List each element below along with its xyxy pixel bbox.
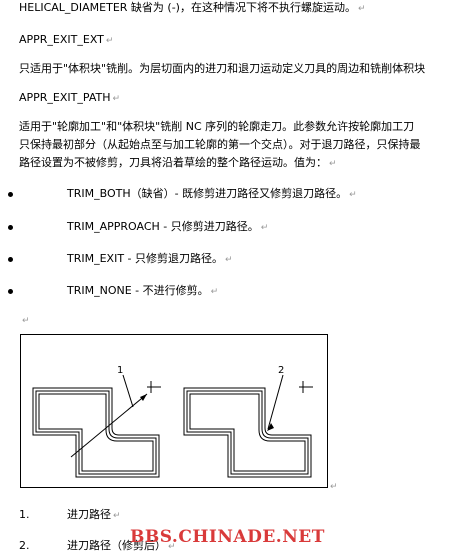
paragraph-mark: ↵ <box>330 482 338 492</box>
bullet-item-trim-both: TRIM_BOTH（缺省）- 既修剪进刀路径又修剪退刀路径。↵ <box>67 187 357 200</box>
left-pocket-outline-outer <box>32 387 160 478</box>
paragraph-mark: ↵ <box>329 159 337 169</box>
paragraph-mark: ↵ <box>168 542 176 552</box>
paragraph-appr-exit-path-line2: 只保持最初部分（从起始点至与加工轮廓的第一个交点）。对于退刀路径，只保持最 <box>19 138 421 151</box>
approach-arrow-left <box>140 394 147 401</box>
numbered-item-2-text: 进刀路径（修剪后）↵ <box>67 539 176 552</box>
paragraph-helical-diameter: HELICAL_DIAMETER 缺省为 (-)，在这种情况下将不执行螺旋运动。… <box>19 1 366 14</box>
paragraph-mark: ↵ <box>22 316 30 326</box>
heading-appr-exit-ext: APPR_EXIT_EXT↵ <box>19 33 114 46</box>
bullet-dot <box>8 225 13 230</box>
paragraph-mark: ↵ <box>225 255 233 265</box>
paragraph-mark: ↵ <box>105 36 114 46</box>
right-pocket-outline-inner <box>189 393 306 472</box>
trim-illustration-figure: 1 2 <box>20 334 328 488</box>
approach-arrow-right <box>267 423 274 431</box>
paragraph-appr-exit-path-line3: 路径设置为不被修剪，刀具将沿着草绘的整个路径运动。值为：↵ <box>19 156 337 169</box>
approach-path-line <box>70 393 148 458</box>
left-pocket-outline-middle <box>35 390 157 475</box>
left-pocket-outline-inner <box>38 393 154 472</box>
bullet-item-trim-approach: TRIM_APPROACH - 只修剪进刀路径。↵ <box>67 220 269 233</box>
callout-leader-left <box>122 374 134 408</box>
paragraph-appr-exit-ext: 只适用于"体积块"铣削。为层切面内的进刀和退刀运动定义刀具的周边和铣削体积块 <box>19 62 426 75</box>
bullet-item-trim-none: TRIM_NONE - 不进行修剪。↵ <box>67 284 219 297</box>
numbered-item-1-text: 进刀路径↵ <box>67 508 121 521</box>
callout-number-left: 1 <box>117 365 123 376</box>
bullet-dot <box>8 289 13 294</box>
callout-leader-right <box>267 374 284 430</box>
paragraph-appr-exit-path-line1: 适用于"轮廓加工"和"体积块"铣削 NC 序列的轮廓走刀。此参数允许按轮廓加工刀 <box>19 120 415 133</box>
numbered-item-1-number: 1. <box>19 508 30 521</box>
bullet-item-trim-exit: TRIM_EXIT - 只修剪退刀路径。↵ <box>67 252 233 265</box>
paragraph-mark: ↵ <box>210 287 219 297</box>
paragraph-mark: ↵ <box>260 223 269 233</box>
paragraph-mark: ↵ <box>357 4 366 14</box>
dimension-bracket-left <box>147 381 161 393</box>
bullet-dot <box>8 192 13 197</box>
paragraph-mark: ↵ <box>112 94 121 104</box>
bullet-dot <box>8 257 13 262</box>
heading-appr-exit-path: APPR_EXIT_PATH↵ <box>19 91 121 104</box>
site-watermark: BBS.CHINADE.NET <box>130 527 325 547</box>
paragraph-mark: ↵ <box>113 511 121 521</box>
paragraph-mark: ↵ <box>349 190 357 200</box>
right-pocket-outline-middle <box>186 390 309 475</box>
numbered-item-2-number: 2. <box>19 539 30 552</box>
dimension-bracket-right <box>299 381 313 393</box>
right-pocket-outline-outer <box>183 387 312 478</box>
trim-illustration-drawing: 1 2 <box>32 365 313 478</box>
callout-number-right: 2 <box>278 365 284 376</box>
